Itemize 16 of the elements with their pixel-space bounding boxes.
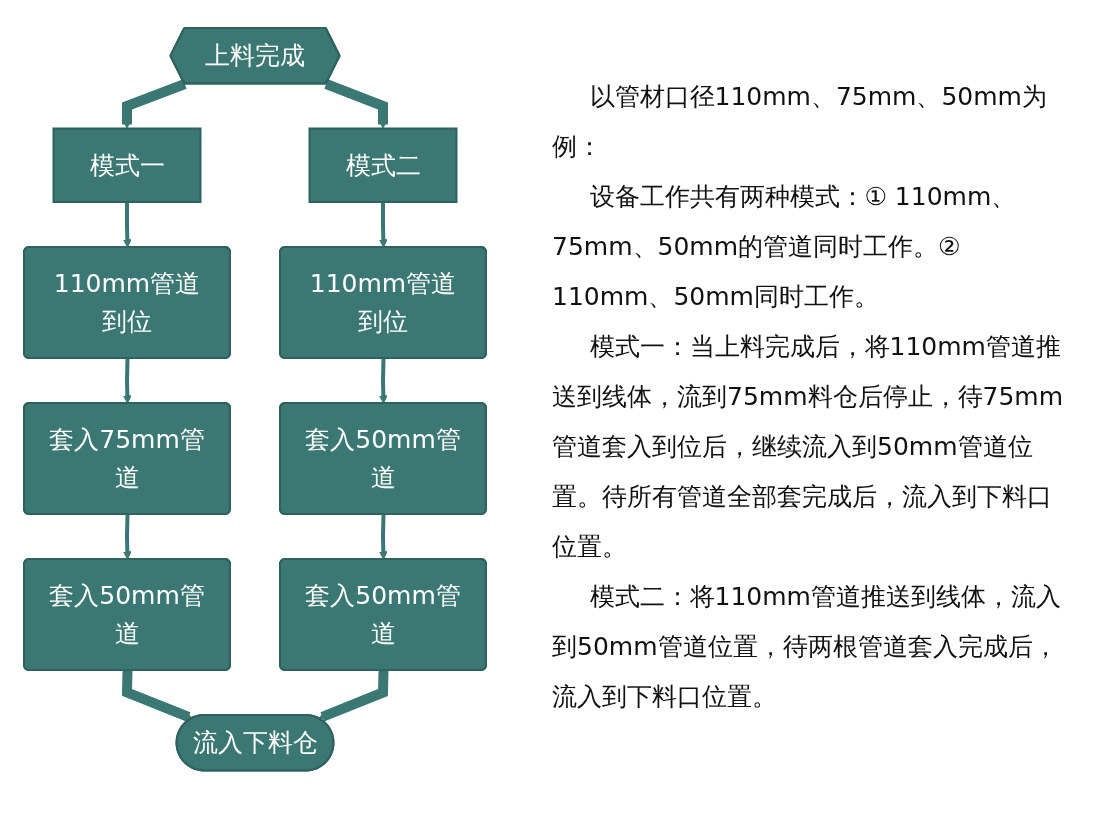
paragraph: 模式二：将110mm管道推送到线体，流入到50mm管道位置，待两根管道套入完成后，流入到下料口位置。: [552, 581, 1062, 713]
arrow: [122, 202, 132, 248]
paragraph: 设备工作共有两种模式：① 110mm、75mm、50mm的管道同时工作。② 110mm、50mm同时工作。: [552, 181, 1018, 313]
arrow: [122, 358, 132, 404]
arrow: [121, 670, 193, 722]
arrow: [378, 358, 388, 404]
paragraph: 以管材口径110mm、75mm、50mm为例：: [552, 81, 1048, 163]
node-box: 模式一: [52, 127, 202, 203]
arrow: [378, 202, 388, 248]
node-box: 模式二: [308, 127, 458, 203]
arrow: [122, 79, 187, 129]
arrow: [122, 514, 132, 560]
arrow: [318, 670, 389, 722]
paragraph: 模式一：当上料完成后，将110mm管道推送到线体，流到75mm料仓后停止，待75mm管道套入到位后，继续流入到50mm管道位置。待所有管道全部套完成后，流入到下料口位置。: [552, 331, 1065, 563]
arrow: [378, 514, 388, 560]
arrow: [324, 79, 388, 129]
